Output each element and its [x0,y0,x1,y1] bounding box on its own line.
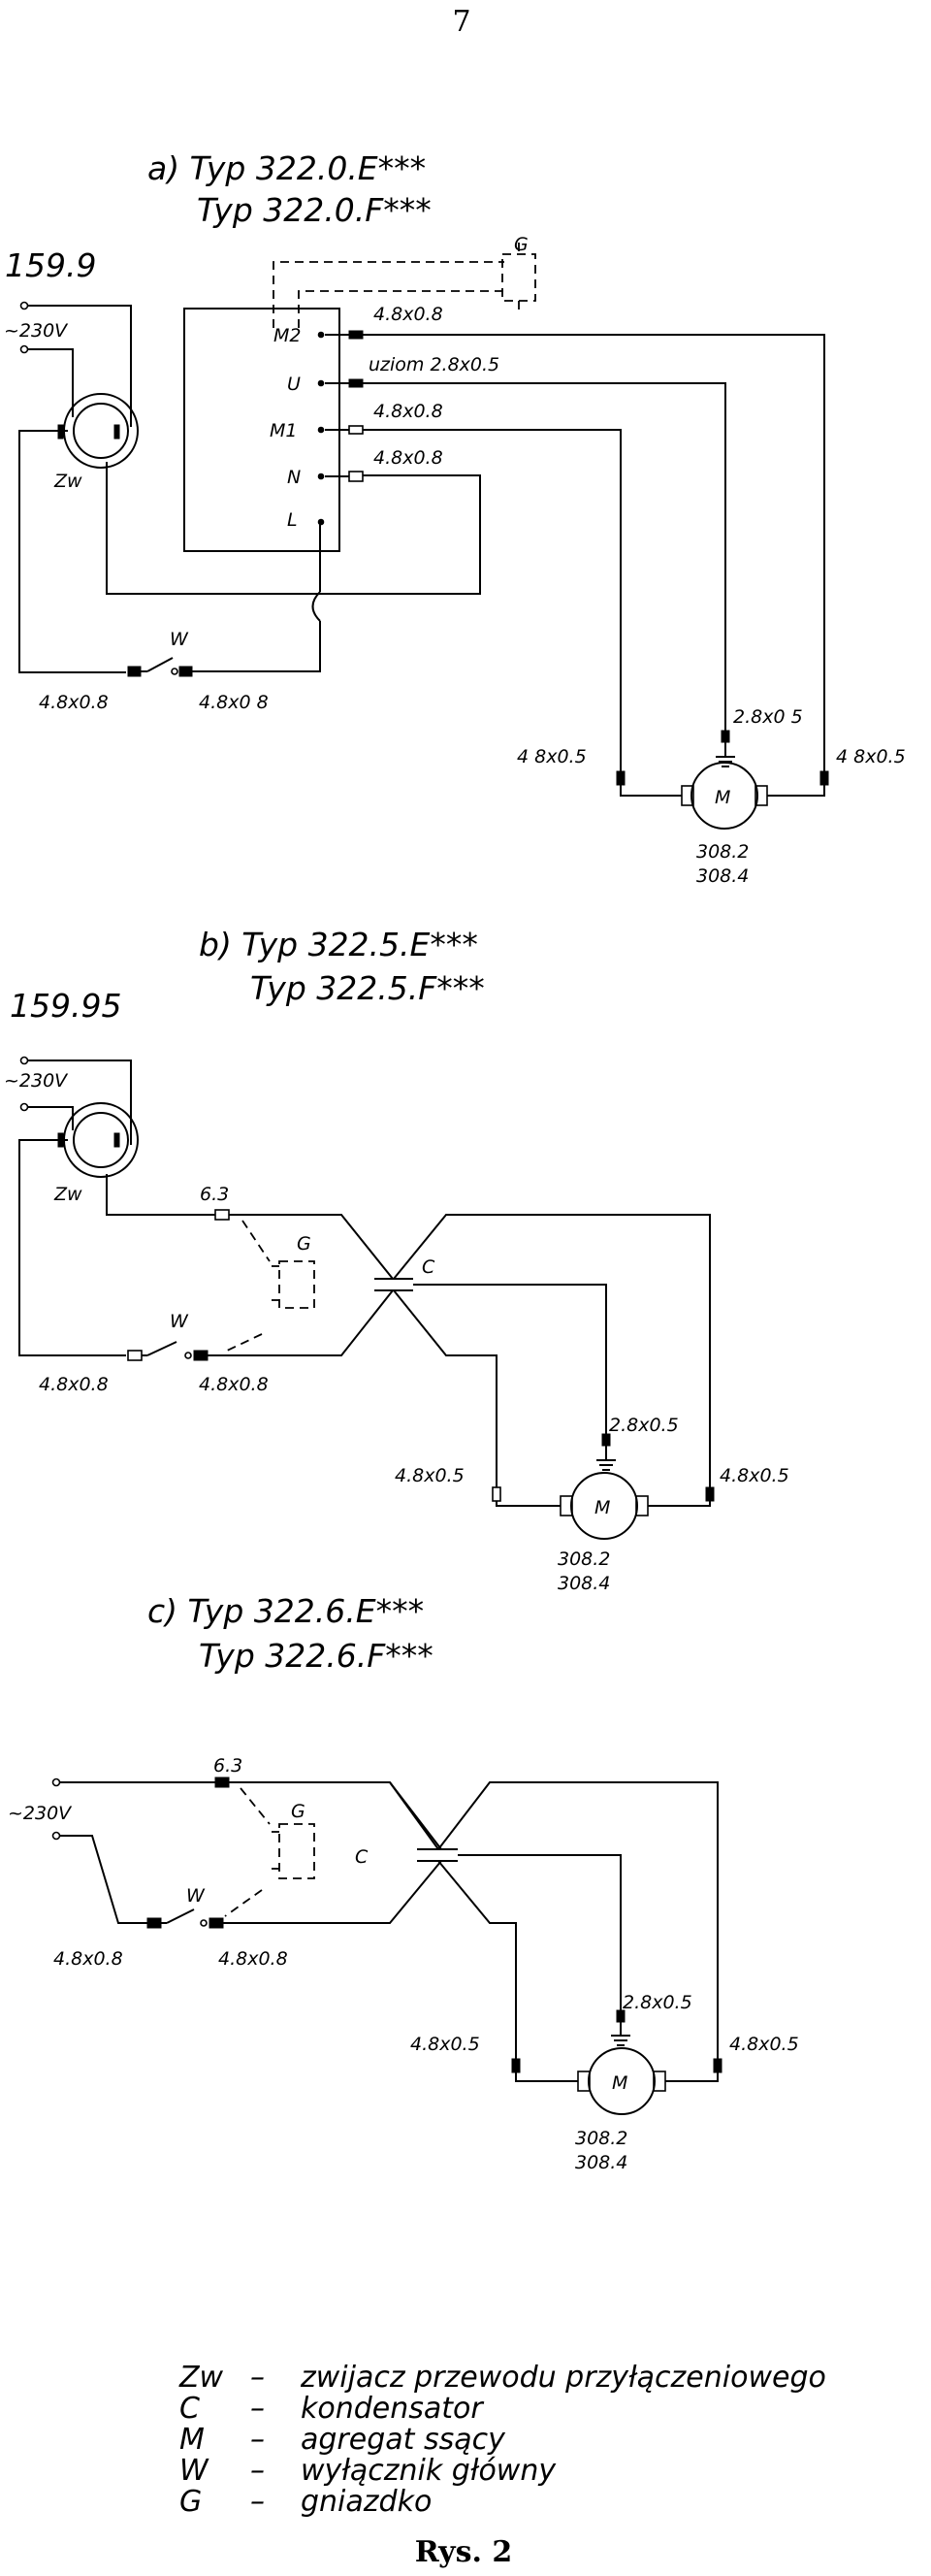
legend-description: wyłącznik główny [301,2454,557,2488]
diagram-c-motor-label: M [612,2072,627,2094]
diagram-b-switch-right-conn: 4.8x0.8 [199,1374,269,1395]
conn-u: uziom 2.8x0.5 [369,354,499,375]
diagram-b-switch-label: W [170,1311,189,1332]
diagram-c-title-1: c) Typ 322.6.E*** [147,1592,424,1630]
conn-n: 4.8x0.8 [373,447,443,469]
legend-description: kondensator [301,2392,484,2426]
diagram-a-title-2: Typ 322.0.F*** [197,191,432,229]
legend-row-w: W – wyłącznik główny [179,2454,557,2488]
legend-row-c: C – kondensator [179,2392,484,2426]
diagram-b-motor-left: 4.8x0.5 [395,1465,465,1486]
legend-symbol: G [179,2485,202,2519]
diagram-b-input-terminals [19,1056,132,1145]
terminal-l: L [287,509,298,531]
diagram-a-cord-reel: Zw [53,393,139,492]
diagram-b-switch-left-conn: 4.8x0.8 [39,1374,109,1395]
diagram-c: c) Typ 322.6.E*** Typ 322.6.F*** ~230V 6… [8,1592,799,2173]
diagram-b-motor-label: M [594,1497,610,1518]
diagram-c-motor-left: 4.8x0.5 [410,2034,480,2055]
diagram-b-capacitor-label: C [422,1256,435,1278]
diagram-a-input-terminals [19,301,132,427]
diagram-a-socket-label: G [514,234,529,255]
diagram-a-motor: M 2.8x0 5 4 8x0.5 4 8x0.5 308.2 308.4 [517,706,906,887]
legend-symbol: Zw [178,2361,224,2395]
diagram-a-switch-label: W [170,629,189,650]
diagram-b: b) Typ 322.5.E*** Typ 322.5.F*** 159.95 … [4,926,789,1594]
diagram-c-title-2: Typ 322.6.F*** [199,1637,433,1675]
legend-row-zw: Zw – zwijacz przewodu przyłączeniowego [178,2361,826,2395]
diagram-c-socket: 6.3 G [213,1755,315,1917]
diagram-b-motor-model-2: 308.4 [558,1573,610,1594]
diagram-b-socket: 6.3 G [200,1184,315,1353]
diagram-a-motor-right: 4 8x0.5 [836,746,906,767]
conn-m2: 4.8x0.8 [373,304,443,325]
page-number: 7 [452,5,470,39]
legend-symbol: C [179,2392,200,2426]
legend-dash: – [250,2423,265,2457]
legend-dash: – [250,2361,265,2395]
diagram-b-zw-label: Zw [53,1184,82,1205]
terminal-m2: M2 [273,325,301,346]
diagram-b-title-2: Typ 322.5.F*** [250,969,485,1007]
diagram-a-socket: G [273,234,536,328]
diagram-a-title-1: a) Typ 322.0.E*** [147,149,426,187]
diagram-a-motor-ground: 2.8x0 5 [733,706,803,728]
diagram-b-motor: M 2.8x0.5 4.8x0.5 4.8x0.5 308.2 308.4 [395,1415,789,1594]
diagram-a-wiring: 4.8x0.8 uziom 2.8x0.5 4.8x0.8 4.8x0.8 [325,304,825,771]
legend-description: agregat ssący [301,2423,506,2457]
diagram-a-motor-model-2: 308.4 [696,865,749,887]
diagram-c-motor: M 2.8x0.5 4.8x0.5 4.8x0.5 308.2 308.4 [410,1992,799,2173]
diagram-b-title-1: b) Typ 322.5.E*** [199,926,478,963]
diagram-a-switch-left-conn: 4.8x0.8 [39,692,109,713]
diagram-a-voltage: ~230V [4,320,69,342]
diagram-b-cord-reel: Zw [53,1102,139,1205]
legend-dash: – [250,2454,265,2488]
diagram-b-main-switch: W 4.8x0.8 4.8x0.8 [39,1311,269,1395]
conn-m1: 4.8x0.8 [373,401,443,422]
terminal-n: N [287,467,301,488]
diagram-b-motor-right: 4.8x0.5 [720,1465,789,1486]
terminal-u: U [287,374,301,395]
diagram-c-motor-right: 4.8x0.5 [729,2034,799,2055]
diagram-c-capacitor: C [355,1846,458,1868]
legend-description: zwijacz przewodu przyłączeniowego [300,2361,826,2395]
diagram-c-motor-model-1: 308.2 [575,2128,627,2149]
diagram-a: a) Typ 322.0.E*** Typ 322.0.F*** 159.9 ~… [4,149,906,887]
diagram-a-motor-label: M [715,787,730,808]
legend-dash: – [250,2485,265,2519]
diagram-c-capacitor-label: C [355,1846,369,1868]
diagram-a-main-switch: W 4.8x0.8 4.8x0 8 [39,629,269,713]
diagram-c-motor-ground: 2.8x0.5 [623,1992,692,2013]
diagram-a-model-number: 159.9 [5,246,96,284]
diagram-a-switch-right-conn: 4.8x0 8 [199,692,269,713]
legend-row-m: M – agregat ssący [179,2423,506,2457]
diagram-c-socket-conn: 6.3 [213,1755,242,1777]
diagram-c-switch-right-conn: 4.8x0.8 [218,1948,288,1970]
legend-dash: – [250,2392,265,2426]
legend-symbol: M [179,2423,205,2457]
diagram-b-socket-conn: 6.3 [200,1184,229,1205]
figure-caption: Rys. 2 [415,2535,513,2569]
diagram-a-terminal-block: M2 U M1 N L [183,308,340,552]
diagram-b-motor-ground: 2.8x0.5 [609,1415,679,1436]
diagram-c-voltage: ~230V [8,1803,73,1824]
diagram-c-switch-left-conn: 4.8x0.8 [53,1948,123,1970]
diagram-c-switch-label: W [186,1885,206,1907]
diagram-c-socket-label: G [291,1801,305,1822]
diagram-a-zw-label: Zw [53,471,82,492]
diagram-a-motor-model-1: 308.2 [696,841,749,863]
legend-symbol: W [179,2454,209,2488]
diagram-b-voltage: ~230V [4,1070,69,1092]
legend-description: gniazdko [301,2485,432,2519]
diagram-c-main-switch: W 4.8x0.8 4.8x0.8 [53,1885,288,1970]
diagram-b-model-number: 159.95 [10,987,121,1025]
diagram-b-socket-label: G [297,1233,311,1255]
diagram-a-motor-left: 4 8x0.5 [517,746,587,767]
diagram-b-motor-model-1: 308.2 [558,1549,610,1570]
diagram-c-motor-model-2: 308.4 [575,2152,627,2173]
legend: Zw – zwijacz przewodu przyłączeniowego C… [178,2361,826,2519]
terminal-m1: M1 [270,420,297,441]
legend-row-g: G – gniazdko [179,2485,432,2519]
